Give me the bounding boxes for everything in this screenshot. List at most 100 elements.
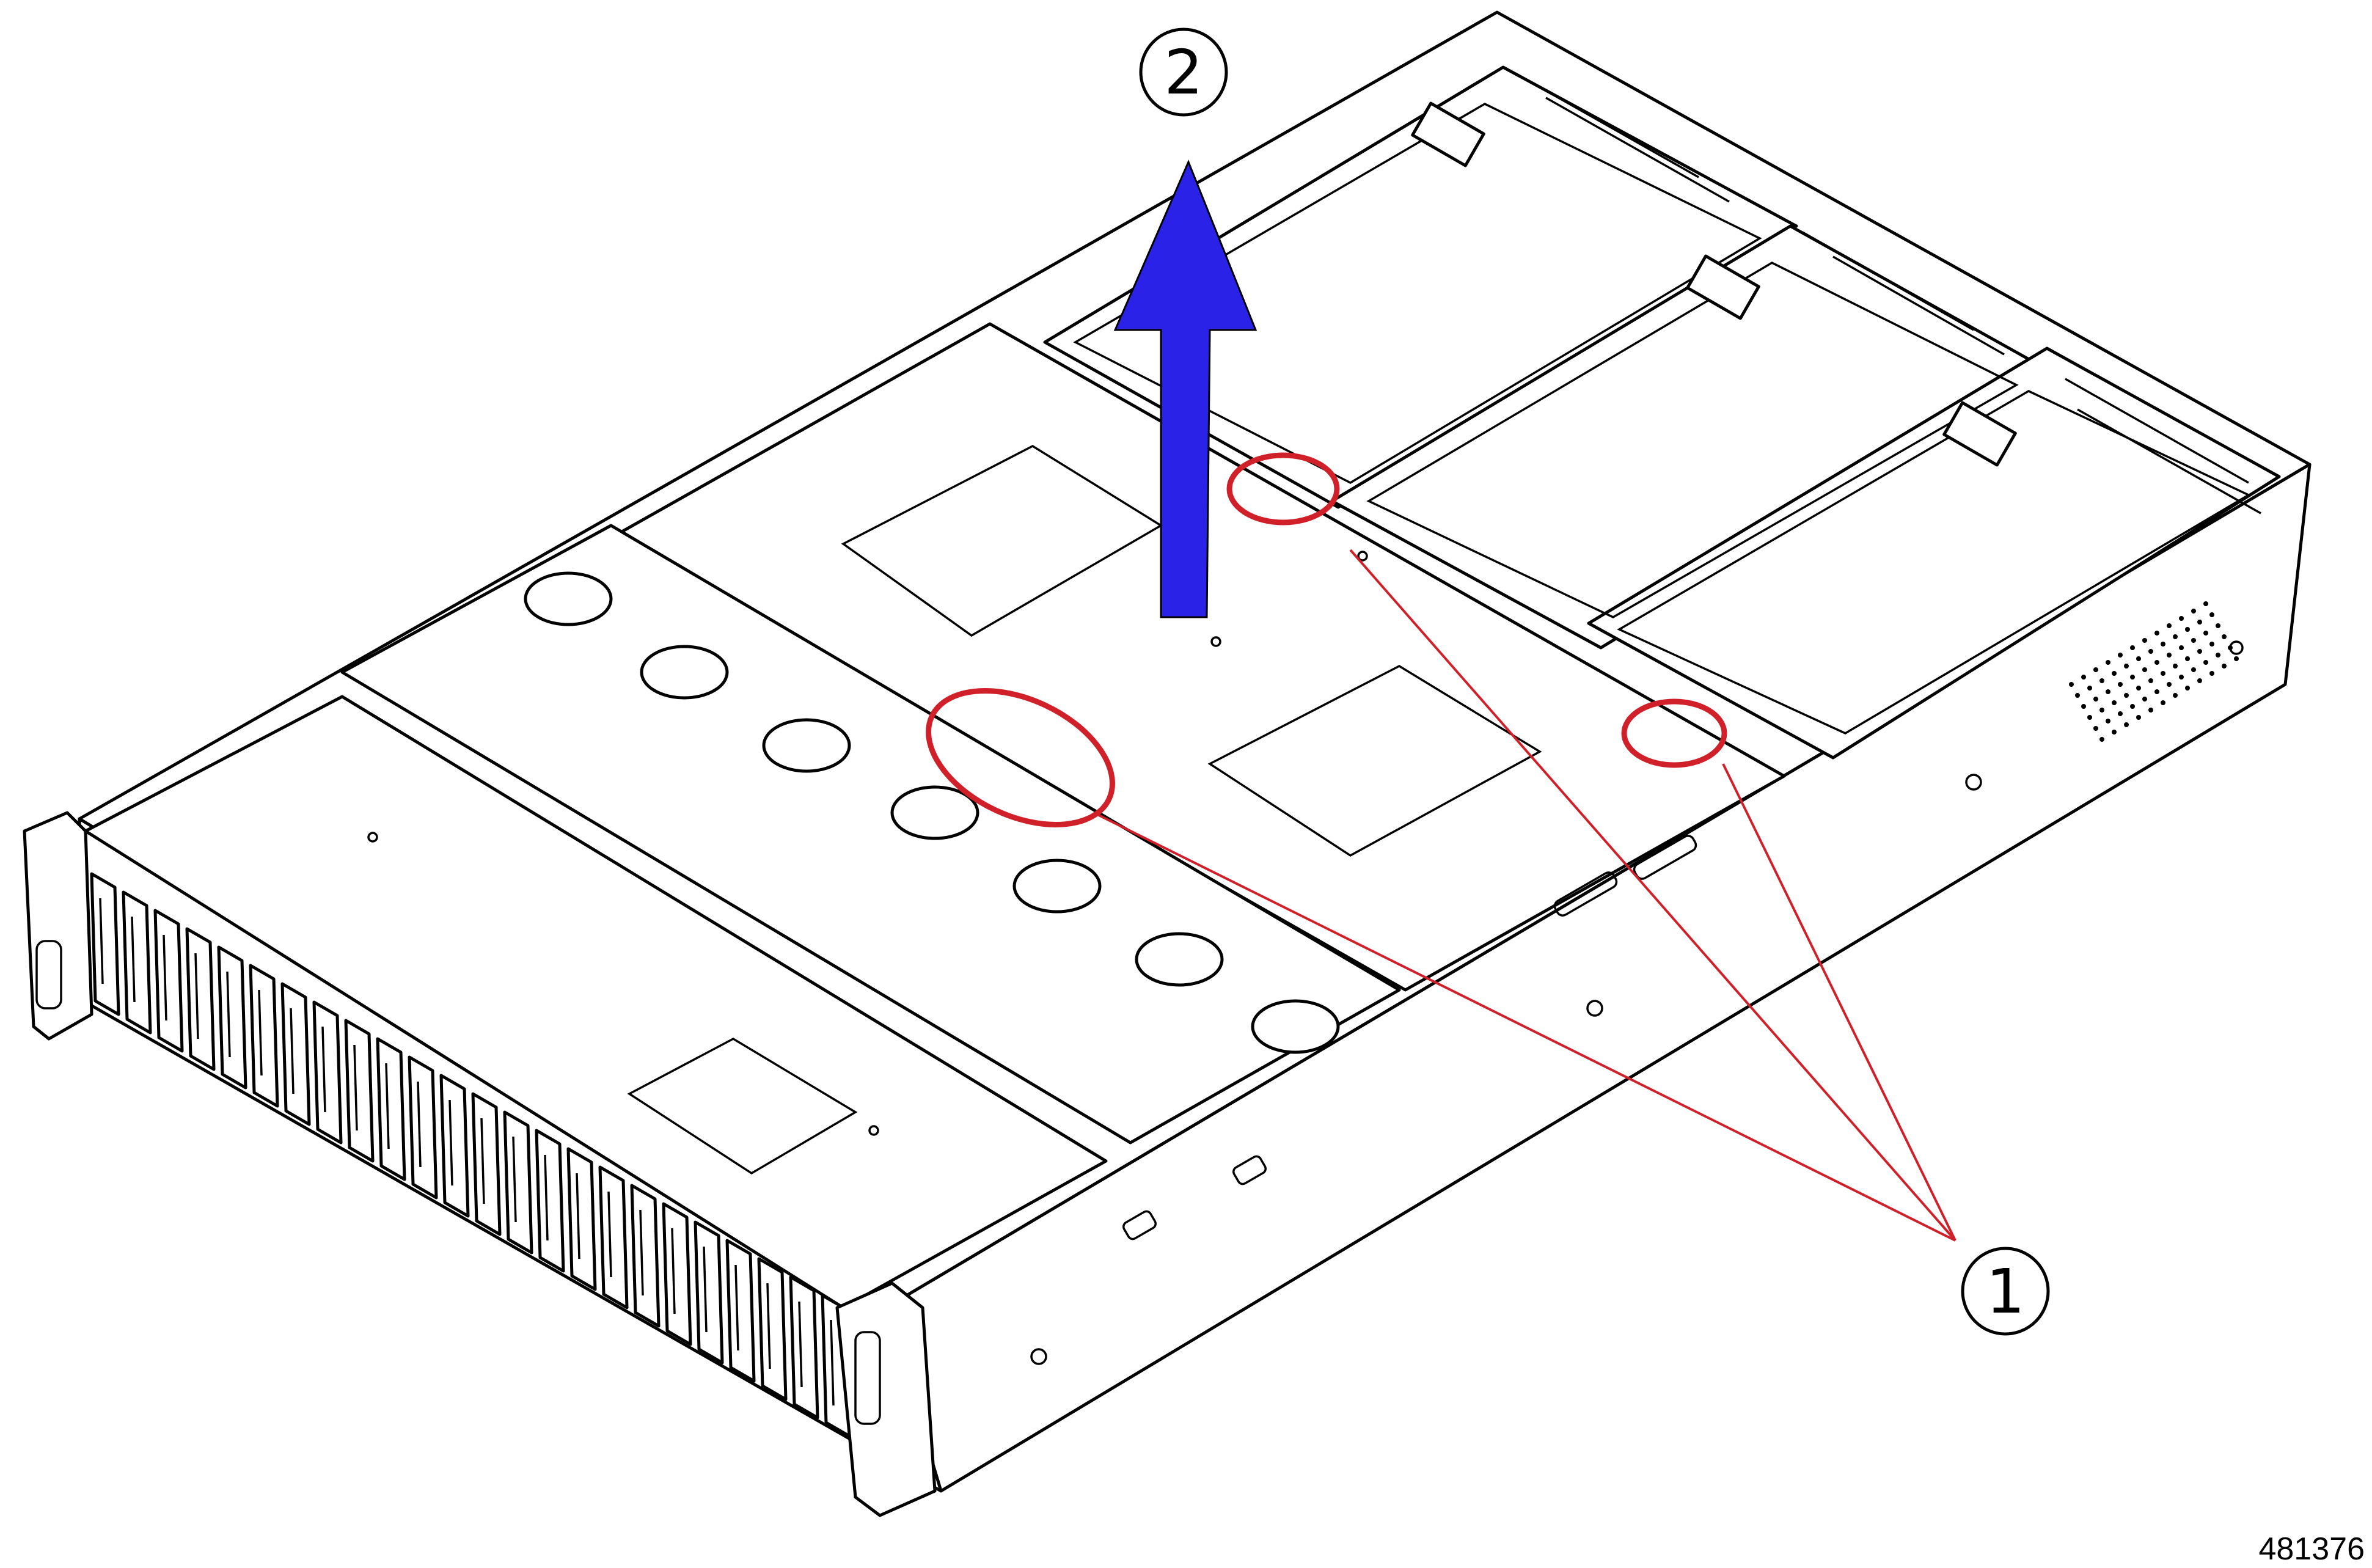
vent-hole [2118, 711, 2123, 716]
vent-hole [2167, 653, 2172, 658]
side-slot-2 [1232, 1155, 1267, 1185]
baffle-screw-1 [1210, 636, 1221, 647]
vent-hole [2087, 715, 2092, 720]
callout-2-circle [1139, 27, 1228, 117]
lift-arrow-shape [1113, 159, 1257, 618]
riser-cage-1 [1043, 65, 1798, 509]
riser-panel-3 [1617, 390, 2251, 735]
riser-cages [1043, 65, 2281, 760]
drive-slot-latch [480, 1118, 485, 1204]
leader-lines [1093, 549, 1957, 1242]
vent-hole [2173, 634, 2178, 639]
vent-hole [2124, 693, 2129, 698]
vent-hole [2197, 620, 2202, 625]
fan-7 [1251, 999, 1340, 1054]
drive-slot [280, 982, 311, 1126]
vent-hole [2191, 667, 2196, 672]
vent-hole [2148, 678, 2153, 683]
vent-hole [2222, 664, 2227, 669]
fan-5 [1012, 859, 1102, 914]
figure-id: 481376 [2258, 1531, 2365, 1567]
drive-slot-latch [163, 934, 167, 1021]
vent-hole [2081, 704, 2086, 709]
vent-hole [2112, 700, 2117, 705]
vent-hole [2209, 612, 2214, 617]
drive-slot-latch [766, 1283, 771, 1369]
vent-hole [2087, 686, 2092, 691]
drive-slot-latch [639, 1209, 644, 1296]
drive-slot [757, 1257, 788, 1401]
vent-hole [2081, 675, 2086, 680]
drive-slot-latch [385, 1063, 390, 1149]
drive-slot-latch [734, 1264, 739, 1351]
rack-ears [23, 811, 937, 1517]
drive-slot [789, 1275, 819, 1420]
vent-hole [2185, 686, 2190, 691]
cover-screw-2 [868, 1125, 879, 1136]
vent-hole [2106, 719, 2110, 724]
vent-hole [2154, 631, 2159, 636]
vent-hole [2130, 645, 2135, 650]
vent-hole [2179, 675, 2184, 680]
drive-slot-latch [131, 916, 136, 1003]
rear-vent-grille [2069, 601, 2239, 742]
riser-latch-1 [1411, 101, 1485, 167]
vent-hole [2142, 638, 2147, 643]
vent-hole [2136, 686, 2141, 691]
vent-hole [2185, 627, 2190, 632]
vent-hole [2130, 675, 2135, 680]
vent-hole [2173, 693, 2178, 698]
vent-hole [2106, 689, 2110, 694]
side-slot-3 [1553, 871, 1618, 917]
side-hole-3 [1965, 774, 1982, 791]
drive-slot [376, 1037, 406, 1181]
vent-hole [2099, 708, 2104, 713]
drive-slot-latch [258, 989, 263, 1076]
vent-hole [2093, 667, 2098, 672]
vent-hole [2130, 704, 2135, 709]
drive-slot [439, 1074, 470, 1218]
drive-slot [122, 890, 152, 1035]
fan-6 [1135, 932, 1224, 987]
drive-slot [312, 1000, 343, 1145]
riser-vent-slots [1515, 72, 2261, 515]
fan-tray-body [340, 524, 1401, 1145]
vent-hole [2197, 678, 2202, 683]
riser-latch-3 [1942, 401, 2017, 467]
vent-hole [2161, 642, 2165, 647]
drive-slot [503, 1110, 533, 1255]
vent-hole [2112, 671, 2117, 676]
callout-2-label: 2 [1164, 37, 1203, 108]
fan-2 [640, 645, 729, 700]
drive-cage-cover [84, 695, 1108, 1310]
side-wall-details [1030, 640, 2244, 1365]
drive-slot-latch [544, 1154, 549, 1241]
drive-slot [185, 927, 216, 1071]
drive-slot-latch [448, 1099, 453, 1186]
vent-hole [2154, 689, 2159, 694]
drive-slot [90, 872, 120, 1016]
drive-cage-label [627, 1037, 858, 1175]
callout-1-label: 1 [1986, 1256, 2025, 1327]
drive-slot [694, 1220, 724, 1365]
riser-panel-2 [1366, 262, 2019, 618]
vent-hole [2203, 631, 2208, 636]
drive-slot-latch [576, 1173, 580, 1259]
vent-hole [2118, 682, 2123, 687]
drive-slot-latch [99, 898, 104, 984]
callout-highlights [926, 452, 1957, 1242]
vent-hole [2179, 645, 2184, 650]
vent-hole [2222, 634, 2227, 639]
vent-hole [2161, 671, 2165, 676]
side-slot-1 [1122, 1210, 1157, 1240]
vent-hole [2124, 664, 2129, 669]
fan-3 [762, 718, 851, 773]
drive-slot-latch [830, 1319, 835, 1406]
drive-slot-latch [417, 1081, 422, 1168]
callout-2: 2 [1139, 27, 1228, 117]
vent-hole [2191, 638, 2196, 643]
drive-slot [566, 1147, 597, 1291]
vent-hole [2142, 667, 2147, 672]
vent-hole [2167, 682, 2172, 687]
vent-hole [2148, 649, 2153, 654]
